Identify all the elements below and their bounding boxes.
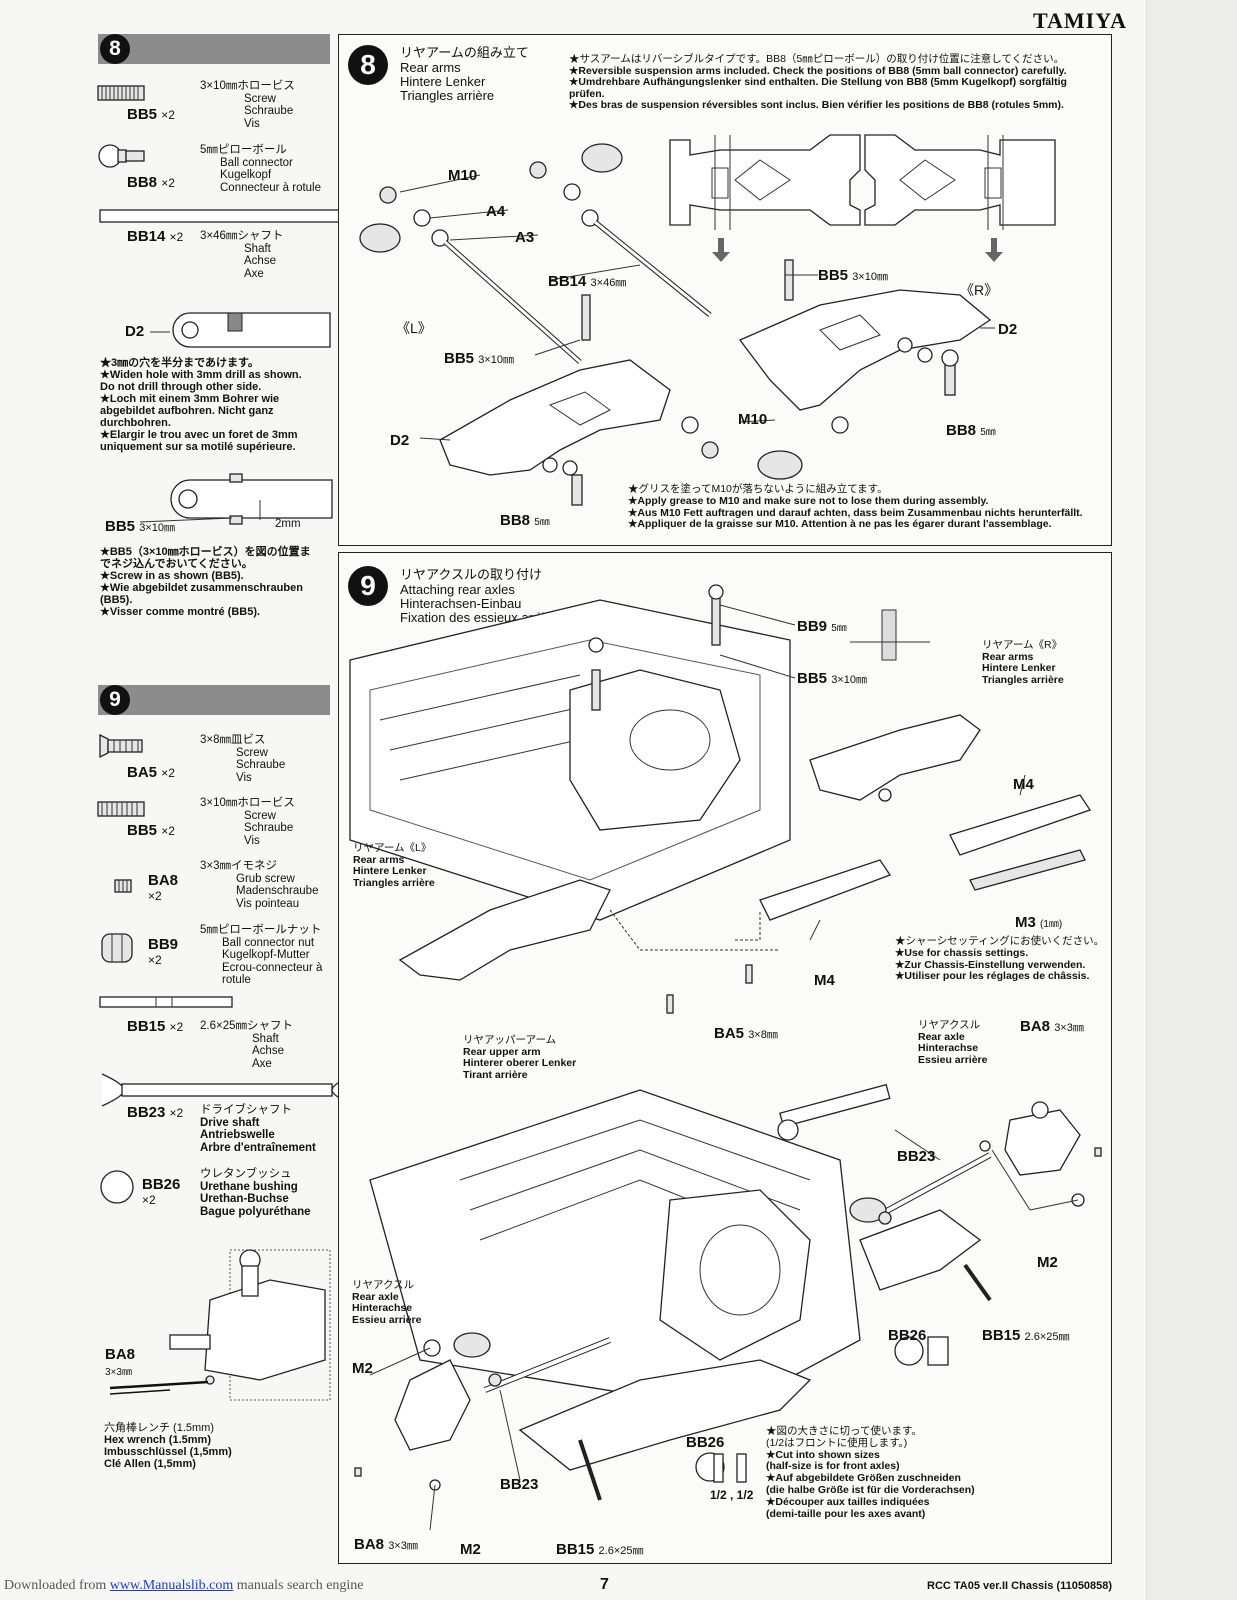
part-desc: 3×3㎜イモネジ Grub screw Madenschraube Vis po… <box>200 860 319 910</box>
bb23-label: BB23 <box>500 1476 539 1493</box>
step9-number: 9 <box>100 685 130 715</box>
screw-position-diagram <box>139 473 333 525</box>
reversible-arm-notice: ★サスアームはリバーシブルタイプです。BB8（5㎜ピローボール）の取り付け位置に… <box>569 53 1067 111</box>
bb26-label: BB26 <box>686 1434 725 1451</box>
chassis-setting-note: ★シャーシセッティングにお使いください。★Use for chassis set… <box>895 935 1105 983</box>
part-code: BA5 ×2 <box>127 764 175 781</box>
part-code: BB26×2 <box>142 1176 181 1207</box>
rear-axle-lower-assembly-diagram <box>354 1083 1102 1531</box>
ba8-label: BA8 3×3㎜ <box>1020 1018 1084 1035</box>
arm-top-view-right <box>864 134 1056 262</box>
ball-connector-icon <box>98 144 145 168</box>
m3-label: M3 (1㎜) <box>1015 914 1063 931</box>
m10-label: M10 <box>448 167 478 184</box>
part-desc: ウレタンブッシュ Urethane bushing Urethan-Buchse… <box>200 1168 311 1218</box>
a3-label: A3 <box>515 229 535 246</box>
flat-screw-icon <box>99 733 143 759</box>
screw-note: ★BB5（3×10㎜ホロービス）を図の位置までネジ込んでおいてください。★Scr… <box>100 546 311 618</box>
part-code: BB14 ×2 <box>127 228 184 245</box>
step8-header-bar <box>98 34 330 64</box>
m10-bushing <box>359 143 623 253</box>
model-name: RCC TA05 ver.II Chassis (11050858) <box>927 1580 1113 1592</box>
bb15-label: BB15 2.6×25㎜ <box>982 1327 1070 1344</box>
step9-panel-number: 9 <box>348 566 388 606</box>
part-code: BB5 ×2 <box>127 106 175 123</box>
bb8-label: BB8 5㎜ <box>946 422 996 439</box>
bb5-label: BB5 3×10㎜ <box>444 350 514 367</box>
bb15-label: BB15 2.6×25㎜ <box>556 1541 644 1558</box>
ball-nut-icon <box>101 933 133 963</box>
ba5-label: BA5 3×8㎜ <box>714 1025 778 1042</box>
part-desc: ドライブシャフト Drive shaft Antriebswelle Arbre… <box>200 1104 316 1154</box>
grease-note: ★グリスを塗ってM10が落ちないように組み立てます。★Apply grease … <box>628 483 1083 531</box>
cut-size-note: ★図の大きさに切って使います。(1/2はフロントに使用します。)★Cut int… <box>766 1425 975 1520</box>
m2-label: M2 <box>460 1541 481 1558</box>
ba8-label: BA8 3×3㎜ <box>354 1536 418 1553</box>
page-edge-strip <box>1146 0 1237 1600</box>
bb14-label: BB14 3×46㎜ <box>548 273 627 290</box>
rear-arm-assembly-diagram <box>359 134 1056 506</box>
m4-label: M4 <box>814 972 835 989</box>
a4-label: A4 <box>486 203 506 220</box>
rear-axle-upper-assembly-diagram <box>349 584 1092 1014</box>
d2-label: D2 <box>125 323 145 340</box>
bb23-label: BB23 <box>897 1148 936 1165</box>
hex-wrench-detail-diagram <box>109 1249 331 1401</box>
right-arm-label: 《R》 <box>960 282 999 298</box>
d2-label: D2 <box>998 321 1018 338</box>
bb5-screw-icon <box>97 801 145 817</box>
bb26-label: BB26 <box>888 1327 927 1344</box>
part-desc: 5㎜ピローボールナット Ball connector nut Kugelkopf… <box>200 924 323 986</box>
m4-label: M4 <box>1013 776 1034 793</box>
bb8-label: BB8 5㎜ <box>500 512 550 529</box>
grub-screw-icon <box>114 879 132 893</box>
part-desc: 2.6×25㎜シャフト Shaft Achse Axe <box>200 1020 293 1070</box>
d2-label: D2 <box>390 432 410 449</box>
part-desc: 3×8㎜皿ビス Screw Schraube Vis <box>200 734 286 784</box>
bb5-label: BB5 3×10㎜ <box>105 518 175 535</box>
bb9-label: BB9 5㎜ <box>797 618 847 635</box>
m2-label: M2 <box>1037 1254 1058 1271</box>
m10-label: M10 <box>738 411 768 428</box>
manualslib-link[interactable]: www.Manualslib.com <box>109 1578 234 1593</box>
dimension-label: 2mm <box>275 518 301 530</box>
left-arm-label: 《L》 <box>396 320 432 336</box>
m2-label: M2 <box>352 1360 373 1377</box>
hex-wrench-note: 六角棒レンチ (1.5mm)Hex wrench (1.5mm)Imbussch… <box>104 1422 232 1470</box>
step9-header-bar <box>98 685 330 715</box>
bb5-label: BB5 3×10㎜ <box>797 670 867 687</box>
part-desc: 3×10㎜ホロービス Screw Schraube Vis <box>200 80 295 130</box>
bushing-icon <box>100 1170 134 1204</box>
part-code: BB8 ×2 <box>127 174 175 191</box>
part-desc: 3×46㎜シャフト Shaft Achse Axe <box>200 230 284 280</box>
part-desc: 5㎜ピローボール Ball connector Kugelkopf Connec… <box>200 144 322 194</box>
step8-panel-number: 8 <box>348 45 388 85</box>
d2-drill-diagram <box>150 312 331 348</box>
arm-top-view-left <box>669 134 861 262</box>
part-desc: 3×10㎜ホロービス Screw Schraube Vis <box>200 797 295 847</box>
part-code: BB15 ×2 <box>127 1018 184 1035</box>
part-code: BB23 ×2 <box>127 1104 184 1121</box>
part-code: BB9×2 <box>148 936 179 967</box>
step8-number: 8 <box>100 34 130 64</box>
drill-note: ★3㎜の穴を半分まであけます。★Widen hole with 3mm dril… <box>100 357 302 453</box>
part-code: BA8×2 <box>148 872 179 903</box>
download-footer: Downloaded from www.Manualslib.com manua… <box>4 1578 364 1593</box>
bb5-label: BB5 3×10㎜ <box>818 267 888 284</box>
half-size-label: 1/2 , 1/2 <box>710 1488 754 1502</box>
brand-logo: TAMIYA <box>1032 8 1127 33</box>
bb5-screw-icon <box>97 85 145 101</box>
part-code: BB5 ×2 <box>127 822 175 839</box>
shaft-icon <box>99 996 233 1008</box>
step9-title: リヤアクスルの取り付け Attaching rear axles Hintera… <box>400 567 559 625</box>
page-number: 7 <box>600 1576 609 1593</box>
shaft-icon <box>99 209 341 223</box>
step8-title: リヤアームの組み立て Rear arms Hintere Lenker Tria… <box>400 45 529 103</box>
